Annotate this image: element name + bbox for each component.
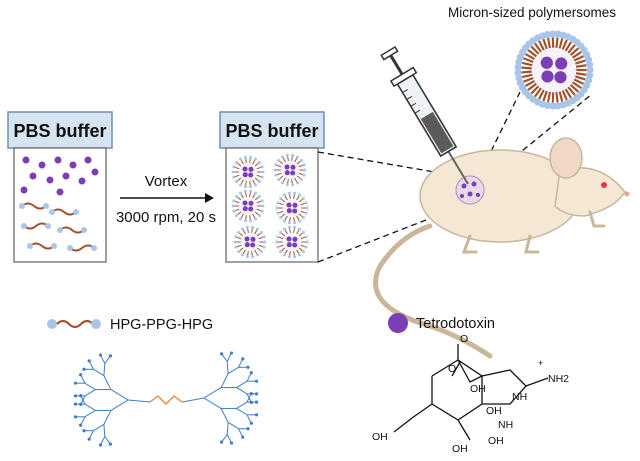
polymersome-5 <box>275 225 309 259</box>
polymersome-4-drug-2 <box>250 242 256 248</box>
polymersome-4-drug-0 <box>244 236 250 242</box>
polymersome-inset-drug-3 <box>541 70 554 83</box>
syringe-plunger-thumb <box>380 45 399 61</box>
legend-drug-dot <box>388 313 408 333</box>
legend-polymer-chain <box>56 319 94 329</box>
polymersome-group <box>231 153 309 259</box>
legend-polymer-label: HPG-PPG-HPG <box>110 317 213 333</box>
inset-label: Micron-sized polymersomes <box>448 5 616 20</box>
legend-polymer-end-left <box>47 319 57 329</box>
syringe-fluid <box>420 111 454 154</box>
polymersome-0-drug-0 <box>242 166 248 172</box>
polymer-ends-left <box>19 203 97 251</box>
mouse-nose <box>624 191 630 197</box>
polymersome-1-drug-2 <box>290 170 296 176</box>
polymersome-4 <box>233 225 267 259</box>
polymersome-2 <box>231 189 265 223</box>
injection-site <box>455 175 485 205</box>
tetrodotoxin-structure <box>393 344 549 441</box>
polymersome-2-drug-2 <box>248 206 254 212</box>
polymersome-4-drug-3 <box>244 242 250 248</box>
ttx-bond-inner <box>451 361 461 377</box>
ttx-label-oh-a: OH <box>470 383 486 395</box>
tetrodotoxin-dots-left <box>20 156 99 196</box>
ttx-label-nh-b: NH <box>498 419 513 431</box>
arrowhead <box>205 193 214 203</box>
ttx-label-oh-d: OH <box>372 431 388 443</box>
legend-drug-label: Tetrodotoxin <box>416 316 495 332</box>
ttx-label-oh-c: OH <box>452 443 468 455</box>
polymersome-2-drug-3 <box>242 206 248 212</box>
ttx-label-oh-e: OH <box>488 435 504 447</box>
polymersome-5-drug-3 <box>286 242 292 248</box>
vortex-arrow: Vortex 3000 rpm, 20 s <box>116 173 216 226</box>
process-step-label: Vortex <box>145 173 188 190</box>
beaker-right-label: PBS buffer <box>225 121 318 141</box>
ttx-label-nh2: NH2 <box>548 373 569 385</box>
beaker-left: PBS buffer <box>7 111 113 263</box>
polymersome-inset-drug-1 <box>555 57 568 70</box>
ttx-bond-left <box>411 403 433 419</box>
polymersome-icon <box>514 30 594 110</box>
polymersome-1 <box>273 153 307 187</box>
tetrodotoxin-labels: O + NH2 OH OH OH OH OH NH NH O <box>372 333 569 455</box>
beaker-left-label-box <box>7 111 113 149</box>
mouse-head <box>554 166 626 217</box>
beaker-left-body <box>13 147 107 263</box>
legend-polymer: HPG-PPG-HPG <box>47 317 213 333</box>
ttx-label-oh-b: OH <box>486 405 502 417</box>
ppg-core <box>149 395 183 405</box>
ttx-label-nh-a: NH <box>512 391 527 403</box>
injection-vesicles <box>460 181 480 198</box>
polymersome-2-drug-1 <box>248 200 254 206</box>
polymersome-3 <box>275 191 309 225</box>
ttx-bond-bottom <box>457 419 471 441</box>
polymersome-1-drug-3 <box>284 170 290 176</box>
hpg-ppg-hpg-structure <box>73 351 259 447</box>
polymersome-inset <box>514 30 594 110</box>
polymersome-5-drug-0 <box>286 236 292 242</box>
ttx-label-o-minus: O <box>460 333 468 345</box>
mouse-legs <box>461 210 606 254</box>
polymer-chains-left <box>21 202 95 252</box>
polymersome-3-drug-2 <box>292 208 298 214</box>
syringe-ticks <box>402 89 421 114</box>
legend-polymer-end-right <box>91 319 101 329</box>
ttx-label-plus: + <box>538 358 543 368</box>
mouse-tail <box>373 223 493 359</box>
polymersome-inset-drug-2 <box>554 71 567 84</box>
polymersome-3-drug-0 <box>286 202 292 208</box>
mouse-ear <box>549 137 583 179</box>
polymersome-1-drug-0 <box>284 164 290 170</box>
polymersome-0-drug-3 <box>242 172 248 178</box>
process-conditions-label: 3000 rpm, 20 s <box>116 209 216 226</box>
beaker-right: PBS buffer <box>219 111 325 263</box>
mouse-eye <box>601 182 607 188</box>
polymersome-1-drug-1 <box>290 164 296 170</box>
polymersome-inset-drug-0 <box>540 56 553 69</box>
polymersome-2-drug-0 <box>242 200 248 206</box>
legend-drug: Tetrodotoxin <box>388 313 495 333</box>
polymersome-0-drug-1 <box>248 166 254 172</box>
polymersome-3-drug-1 <box>292 202 298 208</box>
polymersome-0 <box>231 155 265 189</box>
ttx-bridge <box>457 359 483 383</box>
polymersome-5-drug-2 <box>292 242 298 248</box>
ttx-bond-amine <box>525 377 549 387</box>
syringe-plunger-rod <box>389 54 404 76</box>
beaker-left-label: PBS buffer <box>13 121 106 141</box>
syringe-icon <box>380 45 469 185</box>
ttx-bond-left2 <box>393 417 413 433</box>
ttx-label-o-ring: O <box>448 363 456 375</box>
polymersome-0-drug-2 <box>248 172 254 178</box>
mouse-icon <box>373 137 630 359</box>
syringe-needle <box>447 150 469 185</box>
polymersome-4-drug-1 <box>250 236 256 242</box>
polymersome-3-drug-3 <box>286 208 292 214</box>
polymersome-5-drug-1 <box>292 236 298 242</box>
